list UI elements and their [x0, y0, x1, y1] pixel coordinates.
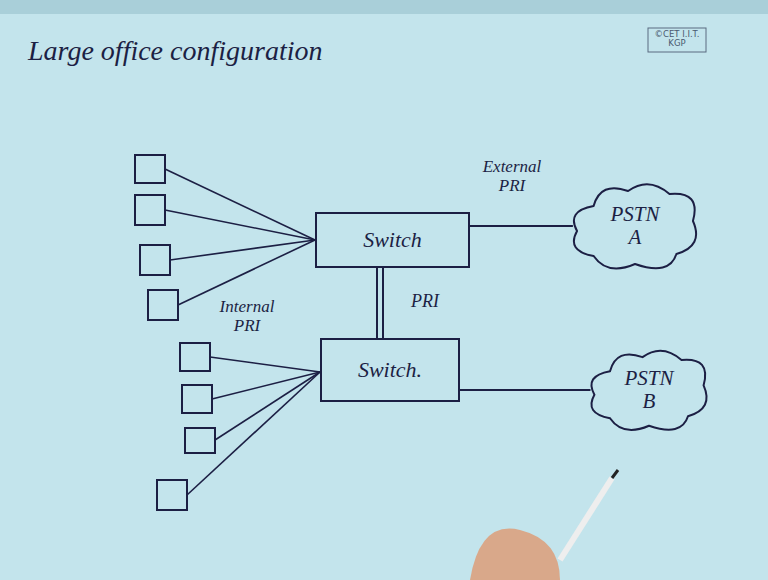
- link-label: External PRI: [476, 158, 548, 195]
- annotation-label: Internal PRI: [215, 298, 279, 335]
- copyright-stamp: ©CET I.I.T. KGP: [650, 30, 704, 49]
- pstn-cloud: PSTN A: [566, 176, 704, 276]
- node-text-group: Switch.: [358, 358, 422, 382]
- network-label: PSTN B: [618, 367, 680, 413]
- link-label: PRI: [400, 292, 450, 312]
- node-text-group: PSTN B: [618, 367, 680, 413]
- pri-link: [377, 268, 383, 338]
- switch-box: Switch: [315, 212, 470, 268]
- pstn-cloud: PSTN B: [584, 343, 714, 437]
- node-text-group: PSTN A: [604, 203, 666, 249]
- pri-link: [470, 225, 573, 227]
- board-edge: [0, 0, 768, 14]
- switch-box: Switch.: [320, 338, 460, 402]
- pen-and-hand: [470, 470, 618, 580]
- switch-label: Switch: [363, 228, 422, 252]
- terminal-boxes: [135, 155, 215, 510]
- node-text-group: Switch: [363, 228, 422, 252]
- diagram-title: Large office configuration: [28, 36, 323, 67]
- network-label: PSTN A: [604, 203, 666, 249]
- stamp-box: [648, 28, 706, 52]
- pri-link: [460, 389, 591, 391]
- terminal-wires: [165, 169, 320, 495]
- switch-label: Switch.: [358, 358, 422, 382]
